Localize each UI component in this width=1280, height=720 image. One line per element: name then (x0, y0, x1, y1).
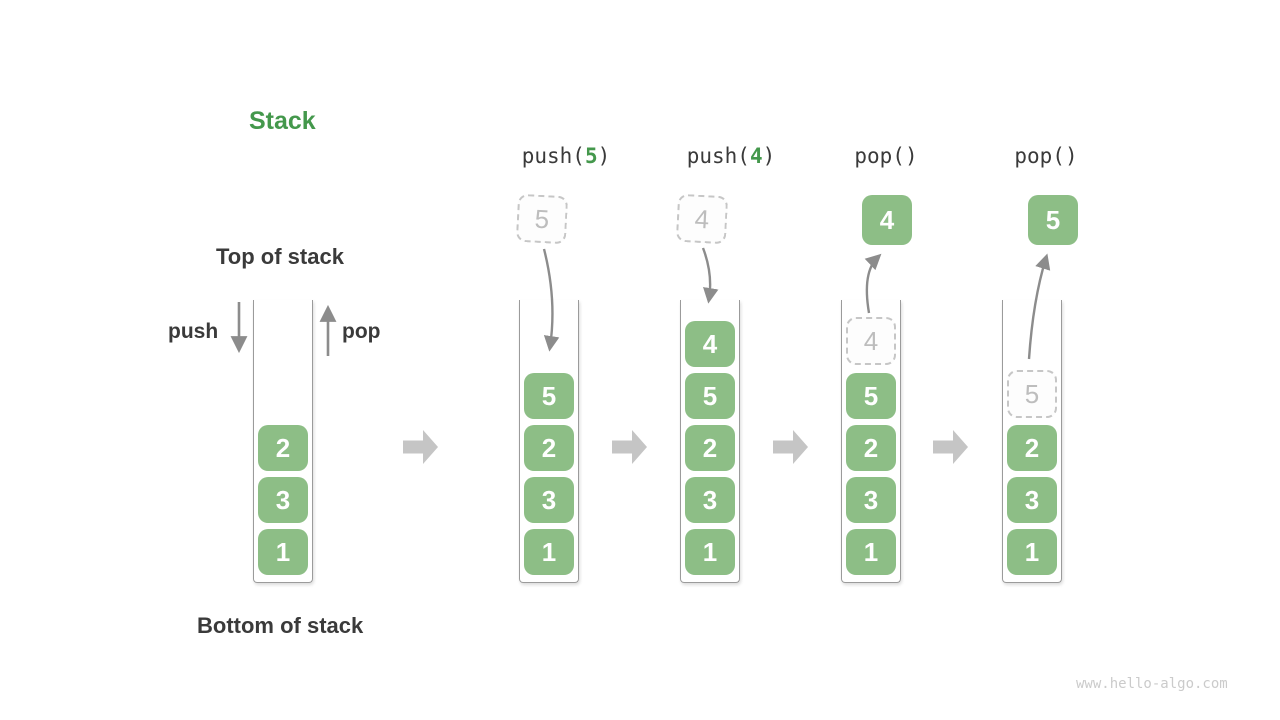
insert-curved-arrow-icon (701, 247, 719, 304)
op-suffix: ) (762, 144, 776, 168)
next-step-arrow-icon (933, 430, 968, 464)
incoming-ghost-cell: 5 (515, 193, 569, 245)
stack-container-after-push-4 (680, 300, 740, 583)
stack-cell: 2 (1007, 425, 1057, 471)
op-suffix: ) (597, 144, 611, 168)
stack-cell: 2 (685, 425, 735, 471)
removed-ghost-cell: 4 (846, 317, 896, 365)
stack-cell: 5 (524, 373, 574, 419)
operation-label-pop-1: pop() (854, 144, 917, 168)
stack-cell: 1 (524, 529, 574, 575)
removed-ghost-cell: 5 (1007, 370, 1057, 418)
popped-cell: 4 (862, 195, 912, 245)
stack-cell: 1 (1007, 529, 1057, 575)
op-prefix: pop( (1014, 144, 1065, 168)
stack-cell: 5 (846, 373, 896, 419)
operation-label-push-5: push(5) (522, 144, 611, 168)
op-prefix: push( (521, 144, 585, 168)
stack-container-after-pop-1 (841, 300, 901, 583)
stack-cell: 3 (258, 477, 308, 523)
next-step-arrow-icon (403, 430, 438, 464)
diagram-title: Stack (249, 107, 316, 135)
stack-cell: 3 (524, 477, 574, 523)
next-step-arrow-icon (612, 430, 647, 464)
stack-cell: 2 (258, 425, 308, 471)
operation-label-push-4: push(4) (687, 144, 776, 168)
bottom-of-stack-label: Bottom of stack (197, 613, 364, 638)
popped-cell: 5 (1028, 195, 1078, 245)
push-label: push (168, 320, 219, 343)
pop-label: pop (342, 320, 381, 343)
op-argument: 5 (584, 144, 598, 168)
op-prefix: push( (686, 144, 750, 168)
op-suffix: ) (1064, 144, 1078, 168)
stack-cell: 1 (258, 529, 308, 575)
stack-cell: 3 (846, 477, 896, 523)
next-step-arrow-icon (773, 430, 808, 464)
stack-cell: 2 (846, 425, 896, 471)
stack-cell: 5 (685, 373, 735, 419)
stack-cell: 1 (685, 529, 735, 575)
stack-container-after-push-5 (519, 300, 579, 583)
stack-cell: 3 (1007, 477, 1057, 523)
stack-container-after-pop-2 (1002, 300, 1062, 583)
op-argument: 4 (749, 144, 763, 168)
stack-cell: 2 (524, 425, 574, 471)
incoming-ghost-cell: 4 (675, 193, 729, 245)
op-prefix: pop( (854, 144, 905, 168)
stack-cell: 4 (685, 321, 735, 367)
watermark: www.hello-algo.com (1076, 676, 1228, 692)
stack-cell: 1 (846, 529, 896, 575)
stack-container-initial (253, 300, 313, 583)
top-of-stack-label: Top of stack (216, 244, 344, 269)
stack-cell: 3 (685, 477, 735, 523)
operation-label-pop-2: pop() (1014, 144, 1077, 168)
op-suffix: ) (904, 144, 918, 168)
